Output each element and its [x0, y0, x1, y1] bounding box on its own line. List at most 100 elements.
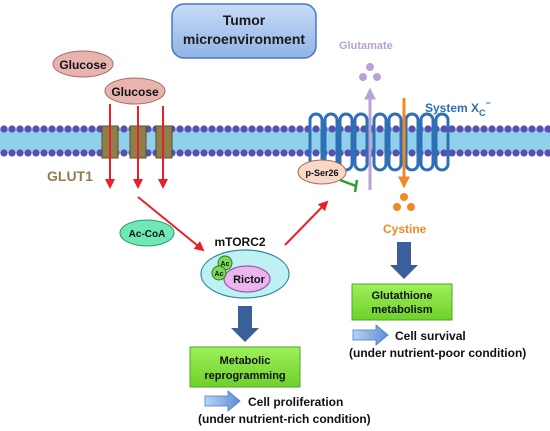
lipid-head	[80, 149, 88, 157]
lipid-head	[176, 125, 184, 133]
lipid-head	[288, 149, 296, 157]
metabolic-line-1: Metabolic	[220, 355, 271, 367]
lipid-head	[456, 125, 464, 133]
lipid-head	[216, 125, 224, 133]
lipid-head	[32, 125, 40, 133]
acetyl-group-2	[211, 265, 227, 281]
metabolic-reprogramming-box: Metabolic reprogramming	[189, 346, 301, 388]
glut1-label: GLUT1	[47, 168, 93, 184]
lipid-head	[528, 125, 536, 133]
lipid-head	[536, 125, 544, 133]
lipid-head	[312, 125, 320, 133]
lipid-head	[24, 125, 32, 133]
lipid-head	[192, 125, 200, 133]
lipid-head	[328, 149, 336, 157]
transmembrane-helix	[387, 112, 403, 172]
lipid-head	[440, 125, 448, 133]
lipid-head	[544, 149, 550, 157]
glucose-label-outer: Glucose	[59, 58, 107, 72]
title-box: Tumor microenvironment	[171, 3, 317, 59]
lipid-head	[88, 125, 96, 133]
lipid-head	[16, 125, 24, 133]
lipid-head	[240, 149, 248, 157]
lipid-head	[328, 125, 336, 133]
pser26-label: p-Ser26	[305, 168, 338, 178]
lipid-head	[208, 149, 216, 157]
lipid-head	[504, 149, 512, 157]
lipid-head	[480, 149, 488, 157]
system-xc-sup: −	[486, 98, 491, 108]
rictor-label: Rictor	[233, 274, 266, 286]
lipid-head	[240, 125, 248, 133]
lipid-head	[192, 149, 200, 157]
lipid-head	[288, 125, 296, 133]
lipid-head	[280, 149, 288, 157]
lipid-head	[248, 149, 256, 157]
lipid-head	[344, 125, 352, 133]
lipid-heads-top	[0, 125, 550, 133]
lipid-head	[528, 149, 536, 157]
mtorc2-complex: mTORC2 Rictor Ac Ac	[200, 235, 290, 299]
lipid-head	[440, 149, 448, 157]
lipid-head	[200, 125, 208, 133]
lipid-head	[72, 149, 80, 157]
transmembrane-helix	[404, 112, 420, 172]
right-arrow-survival	[352, 324, 389, 346]
lipid-head	[184, 125, 192, 133]
lipid-head	[392, 125, 400, 133]
lipid-head	[512, 125, 520, 133]
transmembrane-helix	[434, 112, 450, 172]
lipid-head	[216, 149, 224, 157]
lipid-head	[264, 125, 272, 133]
lipid-head	[264, 149, 272, 157]
ac-label-2: Ac	[215, 271, 224, 278]
lipid-head	[224, 149, 232, 157]
lipid-head	[480, 125, 488, 133]
glucose-outer: Glucose	[52, 50, 114, 78]
transmembrane-helix	[419, 112, 435, 172]
transmembrane-helix	[372, 112, 388, 172]
proliferation-line-1: Cell proliferation	[248, 395, 343, 409]
lipid-head	[48, 125, 56, 133]
lipid-head	[496, 149, 504, 157]
lipid-head	[176, 149, 184, 157]
lipid-head	[200, 149, 208, 157]
lipid-head	[24, 149, 32, 157]
lipid-head	[448, 149, 456, 157]
lipid-head	[48, 149, 56, 157]
lipid-head	[8, 149, 16, 157]
lipid-head	[208, 125, 216, 133]
lipid-head	[120, 149, 128, 157]
lipid-head	[256, 125, 264, 133]
lipid-head	[496, 125, 504, 133]
lipid-head	[424, 149, 432, 157]
lipid-head	[448, 125, 456, 133]
lipid-head	[456, 149, 464, 157]
lipid-head	[424, 125, 432, 133]
right-arrow-proliferation	[204, 390, 241, 412]
lipid-head	[248, 125, 256, 133]
lipid-head	[0, 149, 8, 157]
system-xc-sub: C	[479, 108, 486, 118]
lipid-head	[376, 149, 384, 157]
cell-membrane	[0, 125, 550, 157]
lipid-head	[296, 149, 304, 157]
lipid-head	[408, 125, 416, 133]
lipid-head	[40, 149, 48, 157]
cystine-label: Cystine	[383, 222, 427, 236]
inhibition-line	[339, 178, 357, 188]
lipid-head	[344, 149, 352, 157]
transmembrane-helix	[353, 112, 369, 172]
lipid-head	[0, 125, 8, 133]
glutamate-molecules	[359, 63, 381, 81]
survival-line-2: (under nutrient-poor condition)	[349, 346, 526, 360]
lipid-head	[80, 125, 88, 133]
proliferation-line-2: (under nutrient-rich condition)	[198, 412, 371, 426]
glucose-label-near: Glucose	[111, 85, 159, 99]
rictor-shape	[223, 265, 271, 293]
title-line-2: microenvironment	[183, 31, 305, 47]
glutathione-line-1: Glutathione	[371, 290, 432, 302]
lipid-head	[72, 125, 80, 133]
lipid-head	[224, 125, 232, 133]
lipid-head	[56, 125, 64, 133]
